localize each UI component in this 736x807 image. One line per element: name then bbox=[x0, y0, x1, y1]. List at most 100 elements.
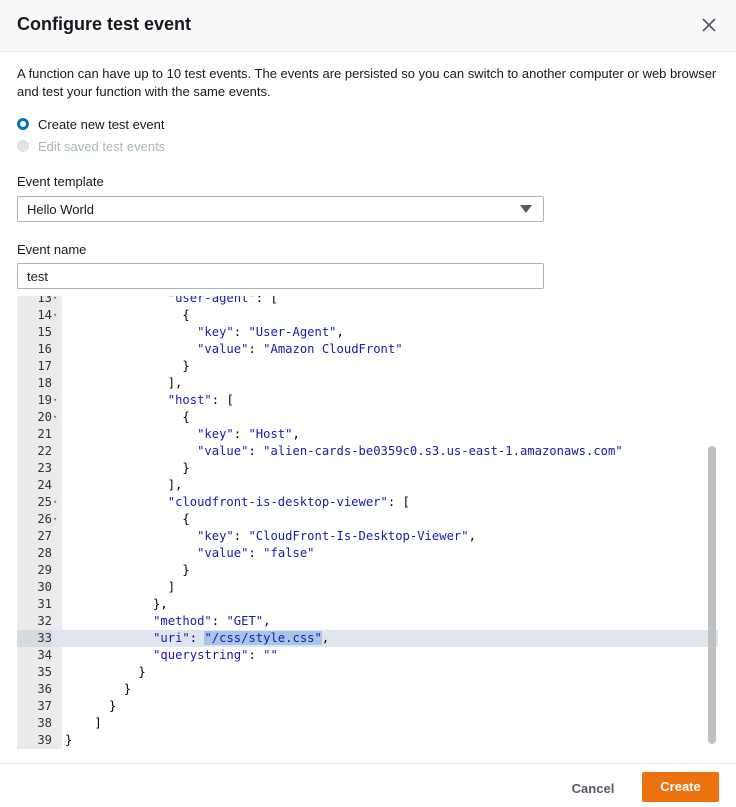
code-text: }, bbox=[65, 597, 168, 611]
event-name-input[interactable]: test bbox=[17, 263, 544, 289]
event-name-label: Event name bbox=[17, 242, 87, 257]
code-line[interactable]: 26▾ { bbox=[17, 511, 718, 528]
line-number: 32 bbox=[37, 614, 52, 628]
line-number: 22 bbox=[37, 444, 52, 458]
code-text: } bbox=[65, 563, 190, 577]
code-line[interactable]: 20▾ { bbox=[17, 409, 718, 426]
caret-down-icon bbox=[520, 205, 532, 213]
line-number: 34 bbox=[37, 648, 52, 662]
code-text: { bbox=[65, 308, 190, 322]
code-text: ] bbox=[65, 716, 102, 730]
code-text: } bbox=[65, 461, 190, 475]
code-line[interactable]: 29 } bbox=[17, 562, 718, 579]
code-text: } bbox=[65, 665, 146, 679]
line-number: 19 bbox=[37, 393, 52, 407]
code-text: "querystring": "" bbox=[153, 648, 278, 662]
code-line[interactable]: 16 "value": "Amazon CloudFront" bbox=[17, 341, 718, 358]
line-number: 29 bbox=[37, 563, 52, 577]
line-number: 35 bbox=[37, 665, 52, 679]
code-text: } bbox=[65, 733, 73, 747]
dialog-footer: Cancel Create bbox=[0, 763, 736, 807]
create-button[interactable]: Create bbox=[642, 772, 719, 802]
event-template-value: Hello World bbox=[27, 202, 94, 217]
line-number: 27 bbox=[37, 529, 52, 543]
code-line[interactable]: 21 "key": "Host", bbox=[17, 426, 718, 443]
code-text: { bbox=[65, 410, 190, 424]
code-text: "key": "Host", bbox=[197, 427, 300, 441]
radio-edit-saved: Edit saved test events bbox=[17, 137, 165, 155]
code-line[interactable]: 14▾ { bbox=[17, 307, 718, 324]
editor-scrollbar-thumb[interactable] bbox=[708, 446, 716, 744]
code-text: "user-agent": [ bbox=[167, 296, 278, 305]
code-line[interactable]: 35 } bbox=[17, 664, 718, 681]
radio-selected-icon[interactable] bbox=[17, 118, 29, 130]
cancel-button[interactable]: Cancel bbox=[571, 781, 615, 796]
code-text: "method": "GET", bbox=[153, 614, 271, 628]
code-text: "value": "alien-cards-be0359c0.s3.us-eas… bbox=[197, 444, 623, 458]
line-number: 28 bbox=[37, 546, 52, 560]
event-template-label: Event template bbox=[17, 174, 104, 189]
code-line[interactable]: 22 "value": "alien-cards-be0359c0.s3.us-… bbox=[17, 443, 718, 460]
line-number: 33 bbox=[17, 630, 52, 647]
fold-arrow-icon[interactable]: ▾ bbox=[53, 498, 58, 506]
code-text: "cloudfront-is-desktop-viewer": [ bbox=[167, 495, 410, 509]
dialog-header: Configure test event bbox=[0, 0, 736, 52]
code-text: "value": "Amazon CloudFront" bbox=[197, 342, 403, 356]
code-line[interactable]: 38 ] bbox=[17, 715, 718, 732]
code-line[interactable]: 19▾ "host": [ bbox=[17, 392, 718, 409]
line-number: 15 bbox=[37, 325, 52, 339]
line-number: 20 bbox=[37, 410, 52, 424]
code-line[interactable]: 23 } bbox=[17, 460, 718, 477]
code-text: "key": "CloudFront-Is-Desktop-Viewer", bbox=[197, 529, 476, 543]
fold-arrow-icon[interactable]: ▾ bbox=[53, 413, 58, 421]
line-number: 24 bbox=[37, 478, 52, 492]
code-line[interactable]: 30 ] bbox=[17, 579, 718, 596]
code-line[interactable]: 18 ], bbox=[17, 375, 718, 392]
json-code-editor[interactable]: 13▾ "user-agent": [14▾ {15 "key": "User-… bbox=[17, 296, 718, 749]
code-line[interactable]: 39} bbox=[17, 732, 718, 749]
code-line[interactable]: 15 "key": "User-Agent", bbox=[17, 324, 718, 341]
line-number: 16 bbox=[37, 342, 52, 356]
code-text: ] bbox=[65, 580, 176, 594]
radio-disabled-icon bbox=[17, 140, 29, 152]
line-number: 25 bbox=[37, 495, 52, 509]
editor-gutter bbox=[17, 296, 62, 749]
editor-scrollbar[interactable] bbox=[708, 296, 718, 749]
line-number: 30 bbox=[37, 580, 52, 594]
code-line[interactable]: 25▾ "cloudfront-is-desktop-viewer": [ bbox=[17, 494, 718, 511]
event-template-select[interactable]: Hello World bbox=[17, 196, 544, 222]
line-number: 37 bbox=[37, 699, 52, 713]
code-text: "value": "false" bbox=[197, 546, 315, 560]
line-number: 18 bbox=[37, 376, 52, 390]
line-number: 39 bbox=[37, 733, 52, 747]
code-line[interactable]: 24 ], bbox=[17, 477, 718, 494]
line-number: 38 bbox=[37, 716, 52, 730]
fold-arrow-icon[interactable]: ▾ bbox=[53, 311, 58, 319]
radio-create-new[interactable]: Create new test event bbox=[17, 115, 164, 133]
code-line[interactable]: 32 "method": "GET", bbox=[17, 613, 718, 630]
code-text: } bbox=[65, 699, 117, 713]
radio-create-new-label: Create new test event bbox=[38, 116, 165, 132]
code-text: "host": [ bbox=[167, 393, 234, 407]
code-line[interactable]: 37 } bbox=[17, 698, 718, 715]
line-number: 26 bbox=[37, 512, 52, 526]
code-text: } bbox=[65, 682, 132, 696]
code-text: ], bbox=[65, 376, 183, 390]
dialog-title: Configure test event bbox=[17, 14, 192, 34]
code-line[interactable]: 27 "key": "CloudFront-Is-Desktop-Viewer"… bbox=[17, 528, 718, 545]
line-number: 31 bbox=[37, 597, 52, 611]
line-number: 13 bbox=[37, 296, 52, 305]
event-name-value: test bbox=[27, 269, 48, 284]
fold-arrow-icon[interactable]: ▾ bbox=[53, 515, 58, 523]
code-line[interactable]: 36 } bbox=[17, 681, 718, 698]
code-line[interactable]: 34 "querystring": "" bbox=[17, 647, 718, 664]
code-line[interactable]: 33 "uri": "/css/style.css", bbox=[17, 630, 718, 647]
code-line[interactable]: 31 }, bbox=[17, 596, 718, 613]
code-line[interactable]: 13▾ "user-agent": [ bbox=[17, 296, 718, 307]
fold-arrow-icon[interactable]: ▾ bbox=[53, 396, 58, 404]
close-icon[interactable] bbox=[698, 14, 720, 36]
radio-edit-saved-label: Edit saved test events bbox=[38, 138, 166, 154]
fold-arrow-icon[interactable]: ▾ bbox=[53, 296, 58, 302]
code-line[interactable]: 17 } bbox=[17, 358, 718, 375]
code-line[interactable]: 28 "value": "false" bbox=[17, 545, 718, 562]
